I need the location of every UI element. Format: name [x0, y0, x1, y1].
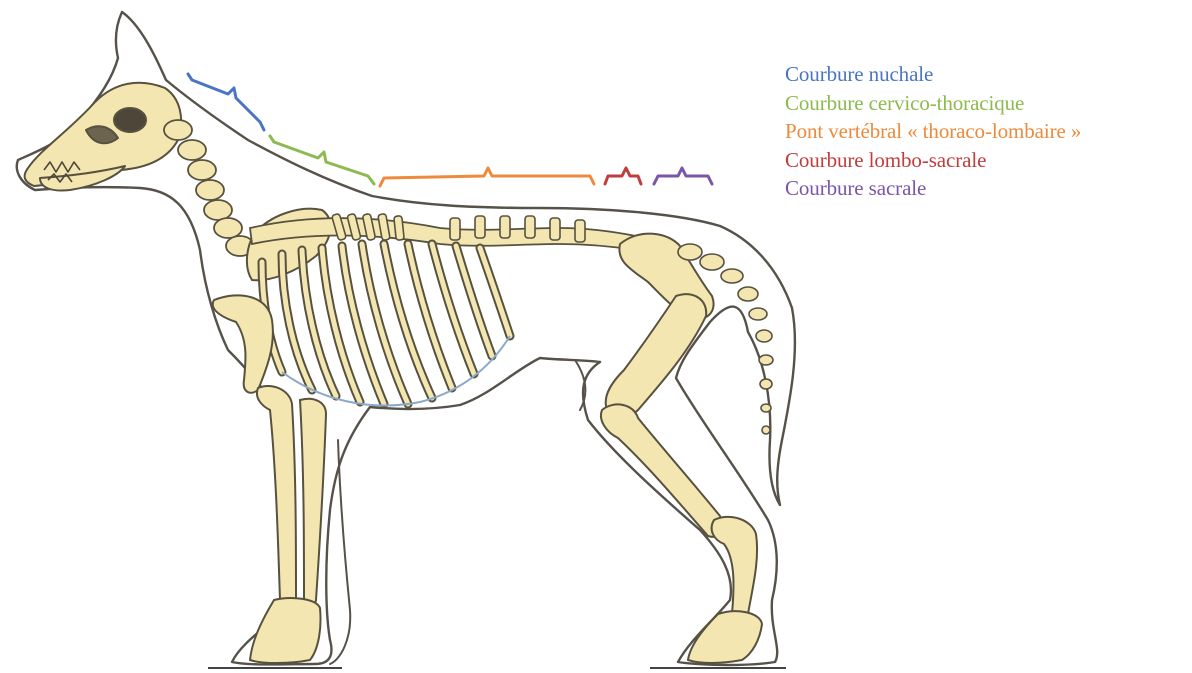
legend-item-thoraco-lombaire: Pont vertébral « thoraco-lombaire »: [785, 117, 1081, 146]
legend: Courbure nuchale Courbure cervico-thorac…: [785, 60, 1081, 203]
legend-item-sacrale: Courbure sacrale: [785, 174, 1081, 203]
curvature-brackets: [188, 74, 712, 186]
ribcage: [262, 244, 510, 404]
legend-item-lombo-sacrale: Courbure lombo-sacrale: [785, 146, 1081, 175]
skull: [25, 83, 181, 191]
bracket-purple: [654, 168, 712, 184]
cervical-vertebrae: [164, 120, 254, 256]
rear-leg-bones: [601, 294, 762, 663]
bracket-blue: [188, 74, 264, 130]
bracket-orange: [380, 168, 594, 186]
legend-item-cervico-thoracique: Courbure cervico-thoracique: [785, 89, 1081, 118]
bracket-red: [605, 168, 641, 184]
legend-item-nuchale: Courbure nuchale: [785, 60, 1081, 89]
